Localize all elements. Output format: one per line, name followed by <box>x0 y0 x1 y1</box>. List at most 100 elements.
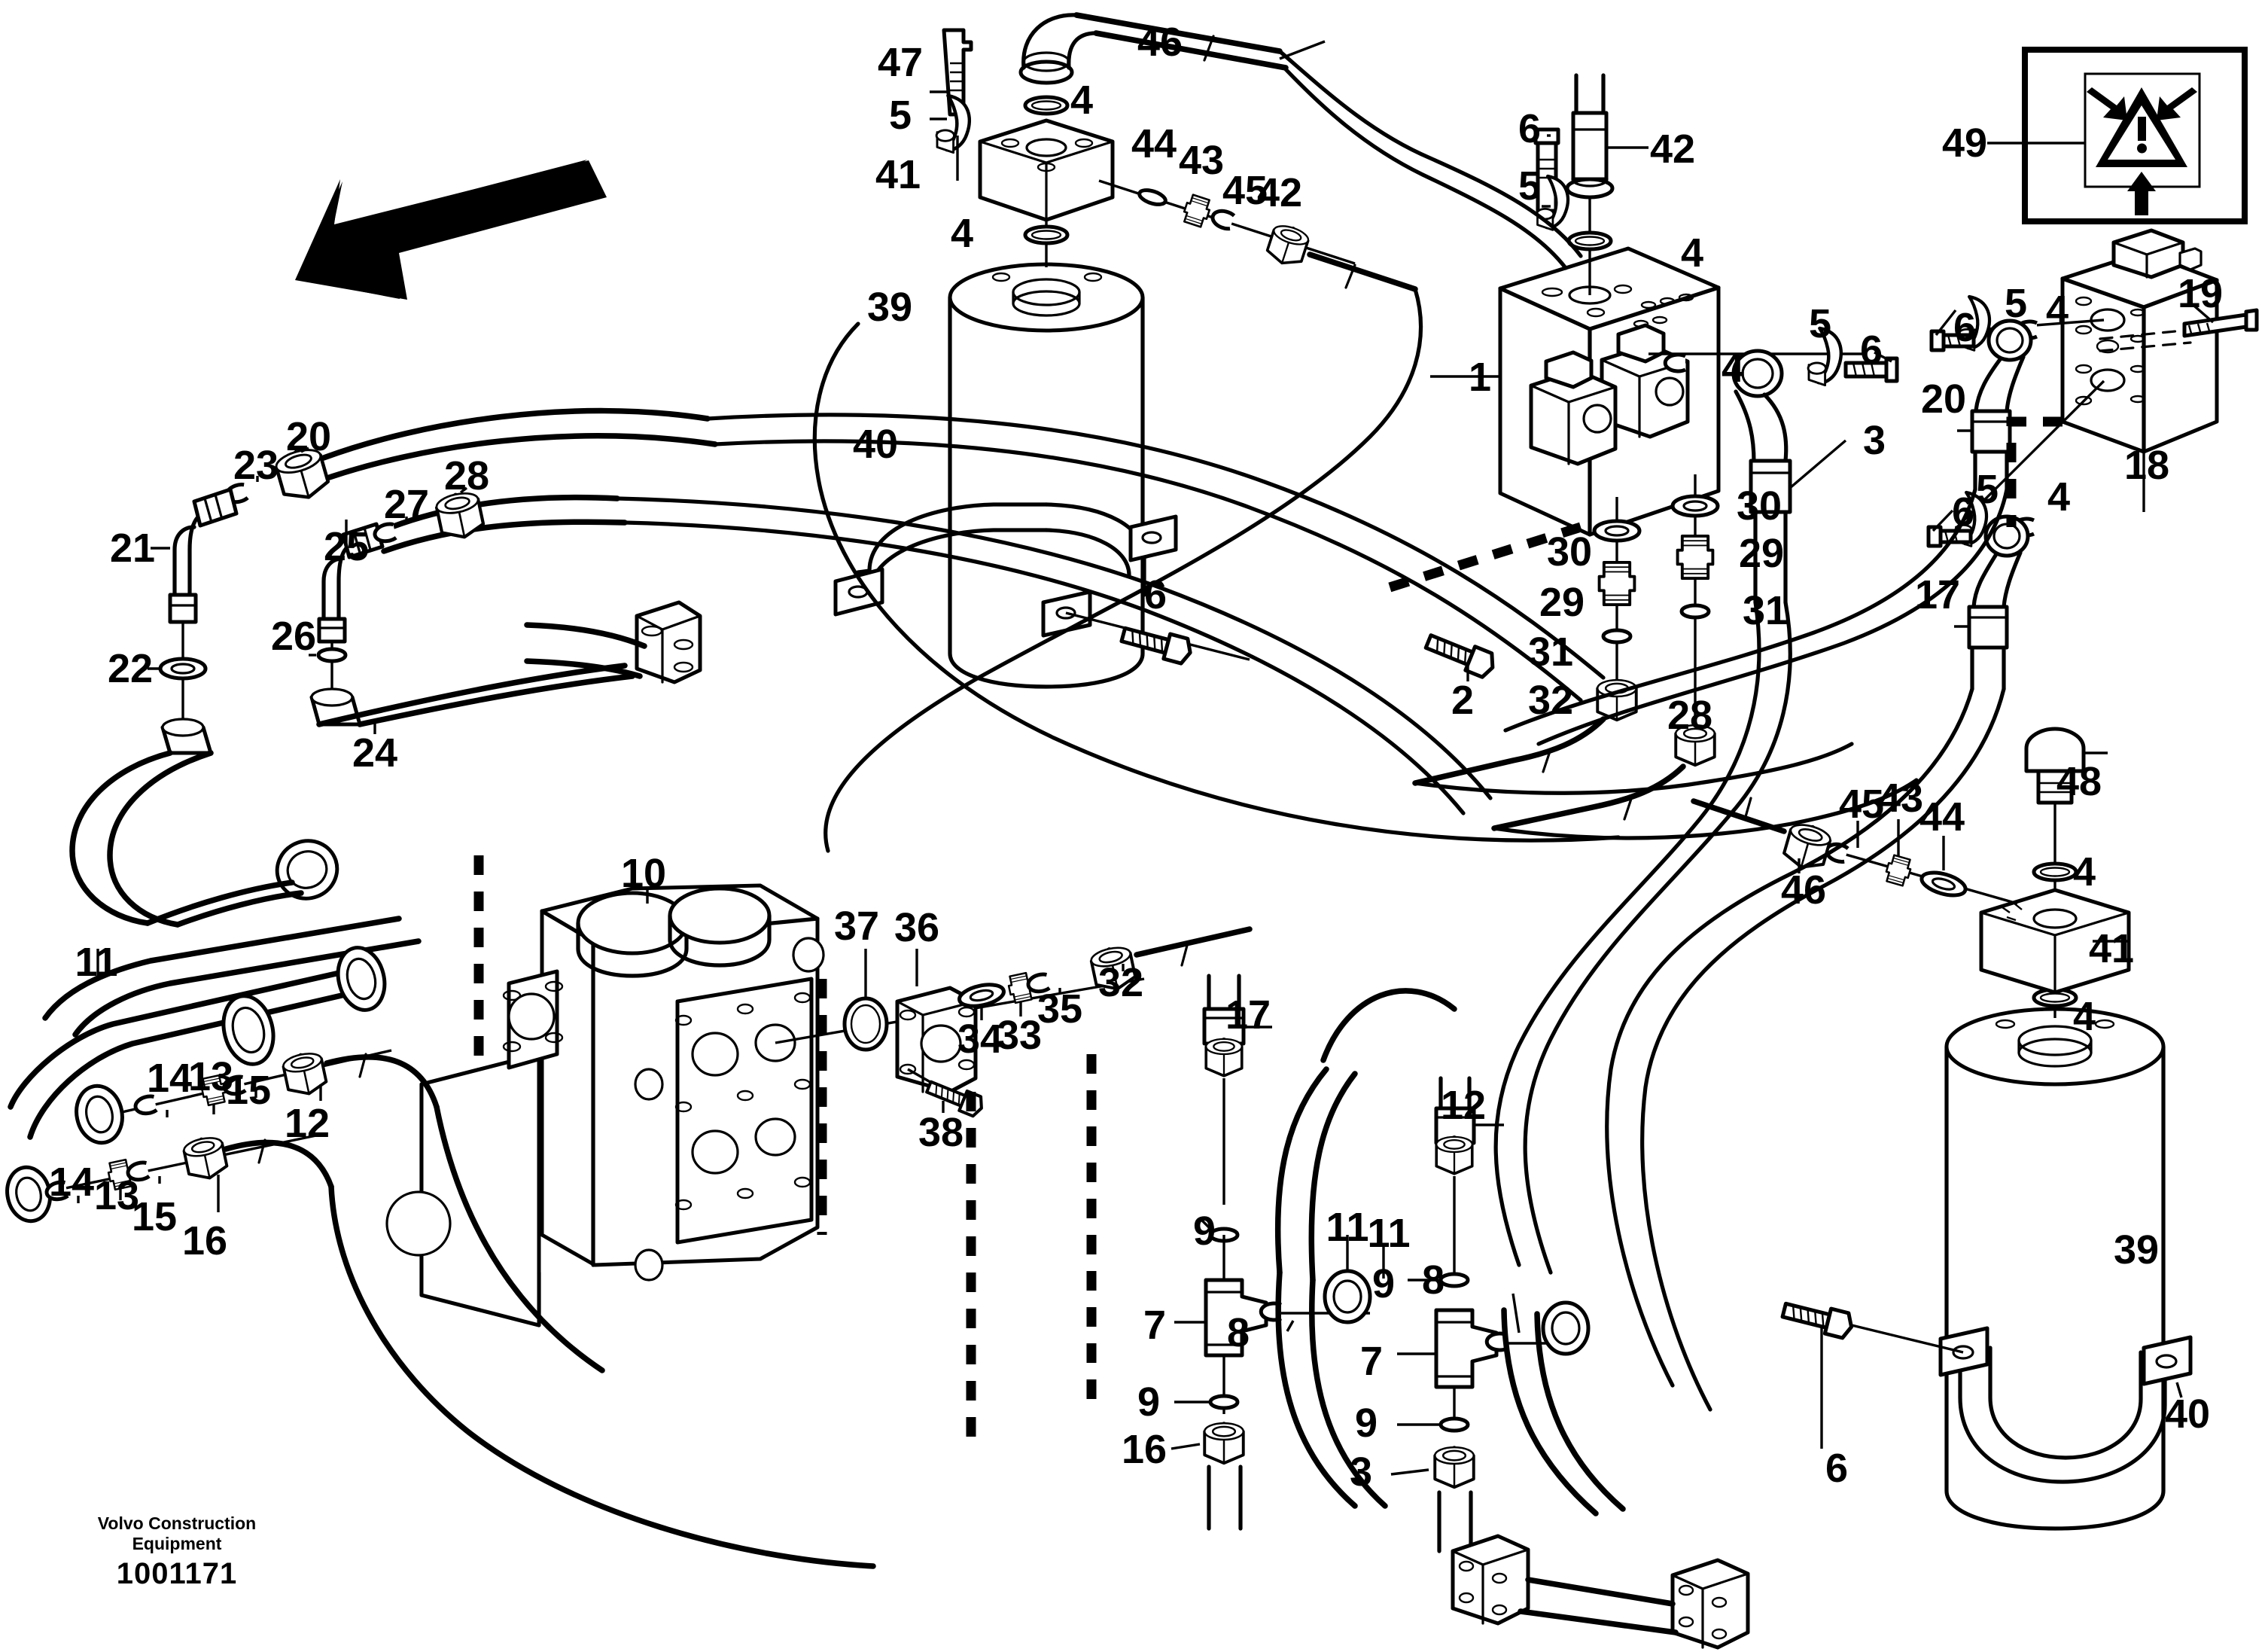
fitting-stack-right <box>1491 474 1718 831</box>
fitting-stack-left <box>1412 497 1639 786</box>
callout-46-84: 46 <box>1780 867 1827 913</box>
left-pipe-fittings <box>69 407 718 928</box>
callout-40-11: 40 <box>852 422 899 467</box>
callout-40-90: 40 <box>2164 1391 2211 1437</box>
callout-5-14: 5 <box>1518 163 1542 209</box>
callout-31-26: 31 <box>1742 588 1789 633</box>
warning-decal-box <box>1987 47 2248 224</box>
callout-48-85: 48 <box>2056 759 2102 804</box>
callout-warning-49: 49 <box>1941 120 1988 166</box>
callout-22-44: 22 <box>107 646 154 691</box>
drawing-footer: Volvo Construction Equipment 1001171 <box>68 1513 286 1591</box>
callout-39-89: 39 <box>2113 1227 2160 1273</box>
callout-7-76: 7 <box>1359 1339 1384 1384</box>
callout-4-86: 4 <box>2072 849 2096 895</box>
callout-4-39: 4 <box>2047 474 2071 520</box>
callout-23-42: 23 <box>233 443 279 488</box>
callout-6-12: 6 <box>1143 572 1167 617</box>
callout-44-6: 44 <box>1131 121 1177 166</box>
callout-34-53: 34 <box>957 1016 1003 1062</box>
callout-30-22: 30 <box>1736 483 1782 529</box>
callout-9-77: 9 <box>1137 1379 1161 1425</box>
callout-30-23: 30 <box>1546 529 1593 575</box>
callout-6-91: 6 <box>1825 1446 1849 1491</box>
callout-43-7: 43 <box>1178 138 1225 183</box>
callout-11-69: 11 <box>1326 1205 1369 1250</box>
callout-16-79: 16 <box>1121 1427 1167 1472</box>
callout-8-73: 8 <box>1421 1257 1445 1303</box>
callout-27-47: 27 <box>383 482 430 527</box>
callout-4-88: 4 <box>2072 994 2096 1039</box>
callout-38-57: 38 <box>918 1110 964 1155</box>
callout-18-36: 18 <box>2123 443 2170 488</box>
callout-45-8: 45 <box>1222 168 1268 213</box>
callout-14-63: 14 <box>48 1160 95 1205</box>
callout-29-24: 29 <box>1738 531 1785 576</box>
callout-12-62: 12 <box>284 1101 330 1146</box>
callout-13-64: 13 <box>93 1173 140 1218</box>
callout-5-19: 5 <box>1808 301 1832 346</box>
callout-37-51: 37 <box>833 904 880 949</box>
lower-left-fittings <box>5 916 876 1569</box>
callout-35-55: 35 <box>1037 986 1083 1032</box>
bolt-2 <box>1423 629 1497 681</box>
callout-14-59: 14 <box>146 1056 193 1101</box>
callout-24-49: 24 <box>352 730 398 776</box>
callout-4-3: 4 <box>1070 78 1094 123</box>
connection-block-41-left <box>930 12 1418 292</box>
callout-26-46: 26 <box>270 614 317 659</box>
callout-32-56: 32 <box>1097 960 1144 1005</box>
callout-12-68: 12 <box>1440 1083 1487 1128</box>
callout-7-74: 7 <box>1143 1303 1167 1348</box>
callout-17-40: 17 <box>1914 572 1961 617</box>
callout-4-18: 4 <box>1721 346 1745 391</box>
callout-9-72: 9 <box>1371 1261 1396 1306</box>
callout-42-9: 42 <box>1256 170 1303 215</box>
callout-2-30: 2 <box>1451 678 1475 723</box>
flange-assembly-36 <box>775 926 1253 1118</box>
callout-15-61: 15 <box>225 1068 272 1113</box>
hose-routing-lines <box>615 49 2009 1412</box>
callout-8-75: 8 <box>1226 1310 1250 1355</box>
callout-4-16: 4 <box>1680 230 1704 276</box>
callout-1-17: 1 <box>1468 355 1492 400</box>
callout-9-71: 9 <box>1192 1209 1216 1254</box>
callout-13-60: 13 <box>187 1054 234 1099</box>
callout-5-38: 5 <box>1975 467 1999 512</box>
forward-direction-arrow <box>295 160 607 300</box>
callout-6-37: 6 <box>1951 489 1975 535</box>
accumulator-left <box>833 262 1250 689</box>
accumulator-right <box>1781 1007 2193 1531</box>
callout-3-21: 3 <box>1862 418 1886 463</box>
callout-15-65: 15 <box>131 1194 178 1239</box>
callout-39-10: 39 <box>866 285 913 330</box>
callout-16-66: 16 <box>181 1218 228 1263</box>
callout-9-78: 9 <box>1354 1401 1378 1446</box>
callout-41-87: 41 <box>2088 926 2135 971</box>
callout-25-45: 25 <box>323 524 370 569</box>
hydraulic-pump-10 <box>385 855 827 1327</box>
callout-45-81: 45 <box>1838 782 1885 827</box>
callout-5-32: 5 <box>2004 281 2028 326</box>
callout-21-43: 21 <box>109 526 156 571</box>
callout-29-25: 29 <box>1539 580 1585 625</box>
callout-17-67: 17 <box>1225 992 1271 1038</box>
callout-6-31: 6 <box>1953 305 1977 350</box>
callout-36-52: 36 <box>894 905 940 950</box>
callout-5-1: 5 <box>888 93 912 138</box>
callout-41-2: 41 <box>875 152 921 197</box>
company-name-line2: Equipment <box>132 1534 222 1554</box>
callout-32-28: 32 <box>1527 678 1574 723</box>
callout-4-33: 4 <box>2045 288 2069 333</box>
callout-4-4: 4 <box>950 211 974 256</box>
callout-20-41: 20 <box>285 414 332 459</box>
callout-33-54: 33 <box>996 1013 1043 1058</box>
callout-31-27: 31 <box>1527 629 1574 675</box>
callout-28-29: 28 <box>1667 693 1713 738</box>
solenoid-valve-block-1 <box>1430 73 1899 605</box>
assembly-dash-18 <box>2006 416 2063 527</box>
drawing-number: 1001171 <box>116 1557 238 1591</box>
callout-6-13: 6 <box>1518 106 1542 151</box>
